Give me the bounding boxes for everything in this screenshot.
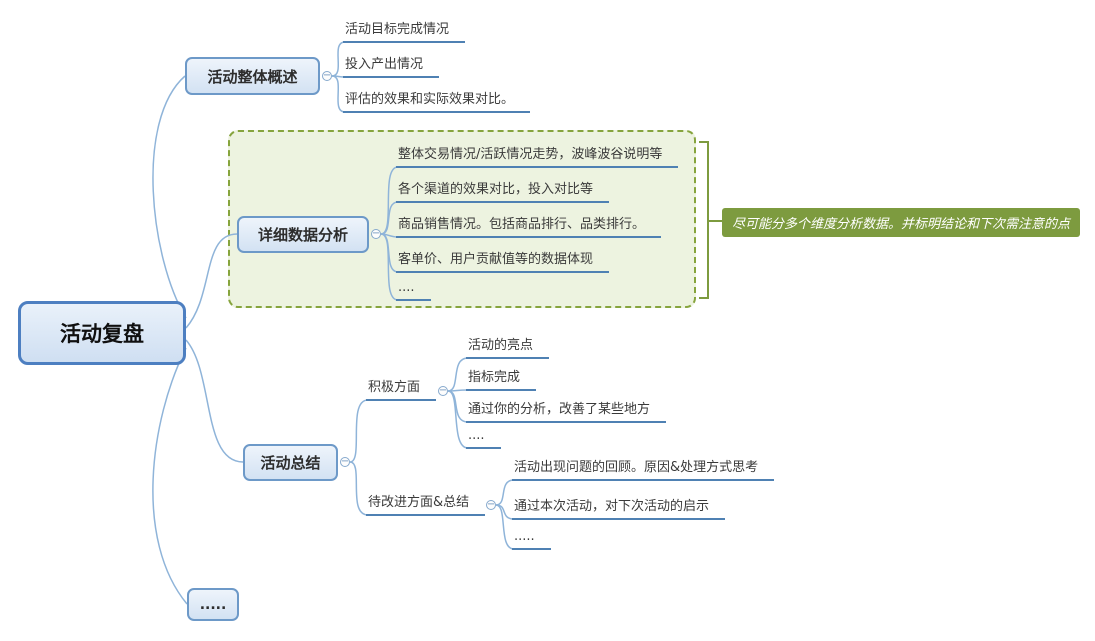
- subtopic[interactable]: 活动目标完成情况: [343, 22, 466, 43]
- topic-overview[interactable]: 活动整体概述: [185, 57, 320, 95]
- collapse-toggle-icon[interactable]: −: [371, 228, 381, 239]
- subtopic[interactable]: 投入产出情况: [343, 57, 440, 78]
- subtopic[interactable]: 通过你的分析，改善了某些地方: [466, 402, 667, 423]
- topic-more[interactable]: .....: [187, 588, 239, 621]
- branch-connectors: [152, 41, 515, 605]
- summary-bracket-icon: [699, 141, 722, 299]
- subtopic-improve[interactable]: 待改进方面&总结: [366, 495, 486, 516]
- collapse-toggle-icon[interactable]: −: [340, 456, 350, 467]
- subtopic[interactable]: ....: [396, 280, 431, 301]
- subtopic[interactable]: 指标完成: [466, 370, 537, 391]
- collapse-toggle-icon[interactable]: −: [486, 499, 496, 510]
- subtopic[interactable]: 客单价、用户贡献值等的数据体现: [396, 252, 610, 273]
- collapse-toggle-icon[interactable]: −: [322, 70, 332, 81]
- subtopic[interactable]: 活动的亮点: [466, 338, 550, 359]
- subtopic-positive[interactable]: 积极方面: [366, 380, 437, 401]
- summary-callout[interactable]: 尽可能分多个维度分析数据。并标明结论和下次需注意的点: [722, 208, 1081, 237]
- collapse-toggle-icon[interactable]: −: [438, 385, 448, 396]
- subtopic[interactable]: .....: [512, 529, 551, 550]
- subtopic[interactable]: 评估的效果和实际效果对比。: [343, 92, 531, 113]
- subtopic[interactable]: 通过本次活动，对下次活动的启示: [512, 499, 726, 520]
- root-topic[interactable]: 活动复盘: [18, 301, 186, 365]
- subtopic[interactable]: 各个渠道的效果对比，投入对比等: [396, 182, 610, 203]
- subtopic[interactable]: 活动出现问题的回顾。原因&处理方式思考: [512, 460, 775, 481]
- subtopic[interactable]: 商品销售情况。包括商品排行、品类排行。: [396, 217, 662, 238]
- subtopic[interactable]: ....: [466, 428, 501, 449]
- topic-summary[interactable]: 活动总结: [243, 444, 338, 481]
- topic-data-analysis[interactable]: 详细数据分析: [237, 216, 369, 253]
- subtopic[interactable]: 整体交易情况/活跃情况走势，波峰波谷说明等: [396, 147, 679, 168]
